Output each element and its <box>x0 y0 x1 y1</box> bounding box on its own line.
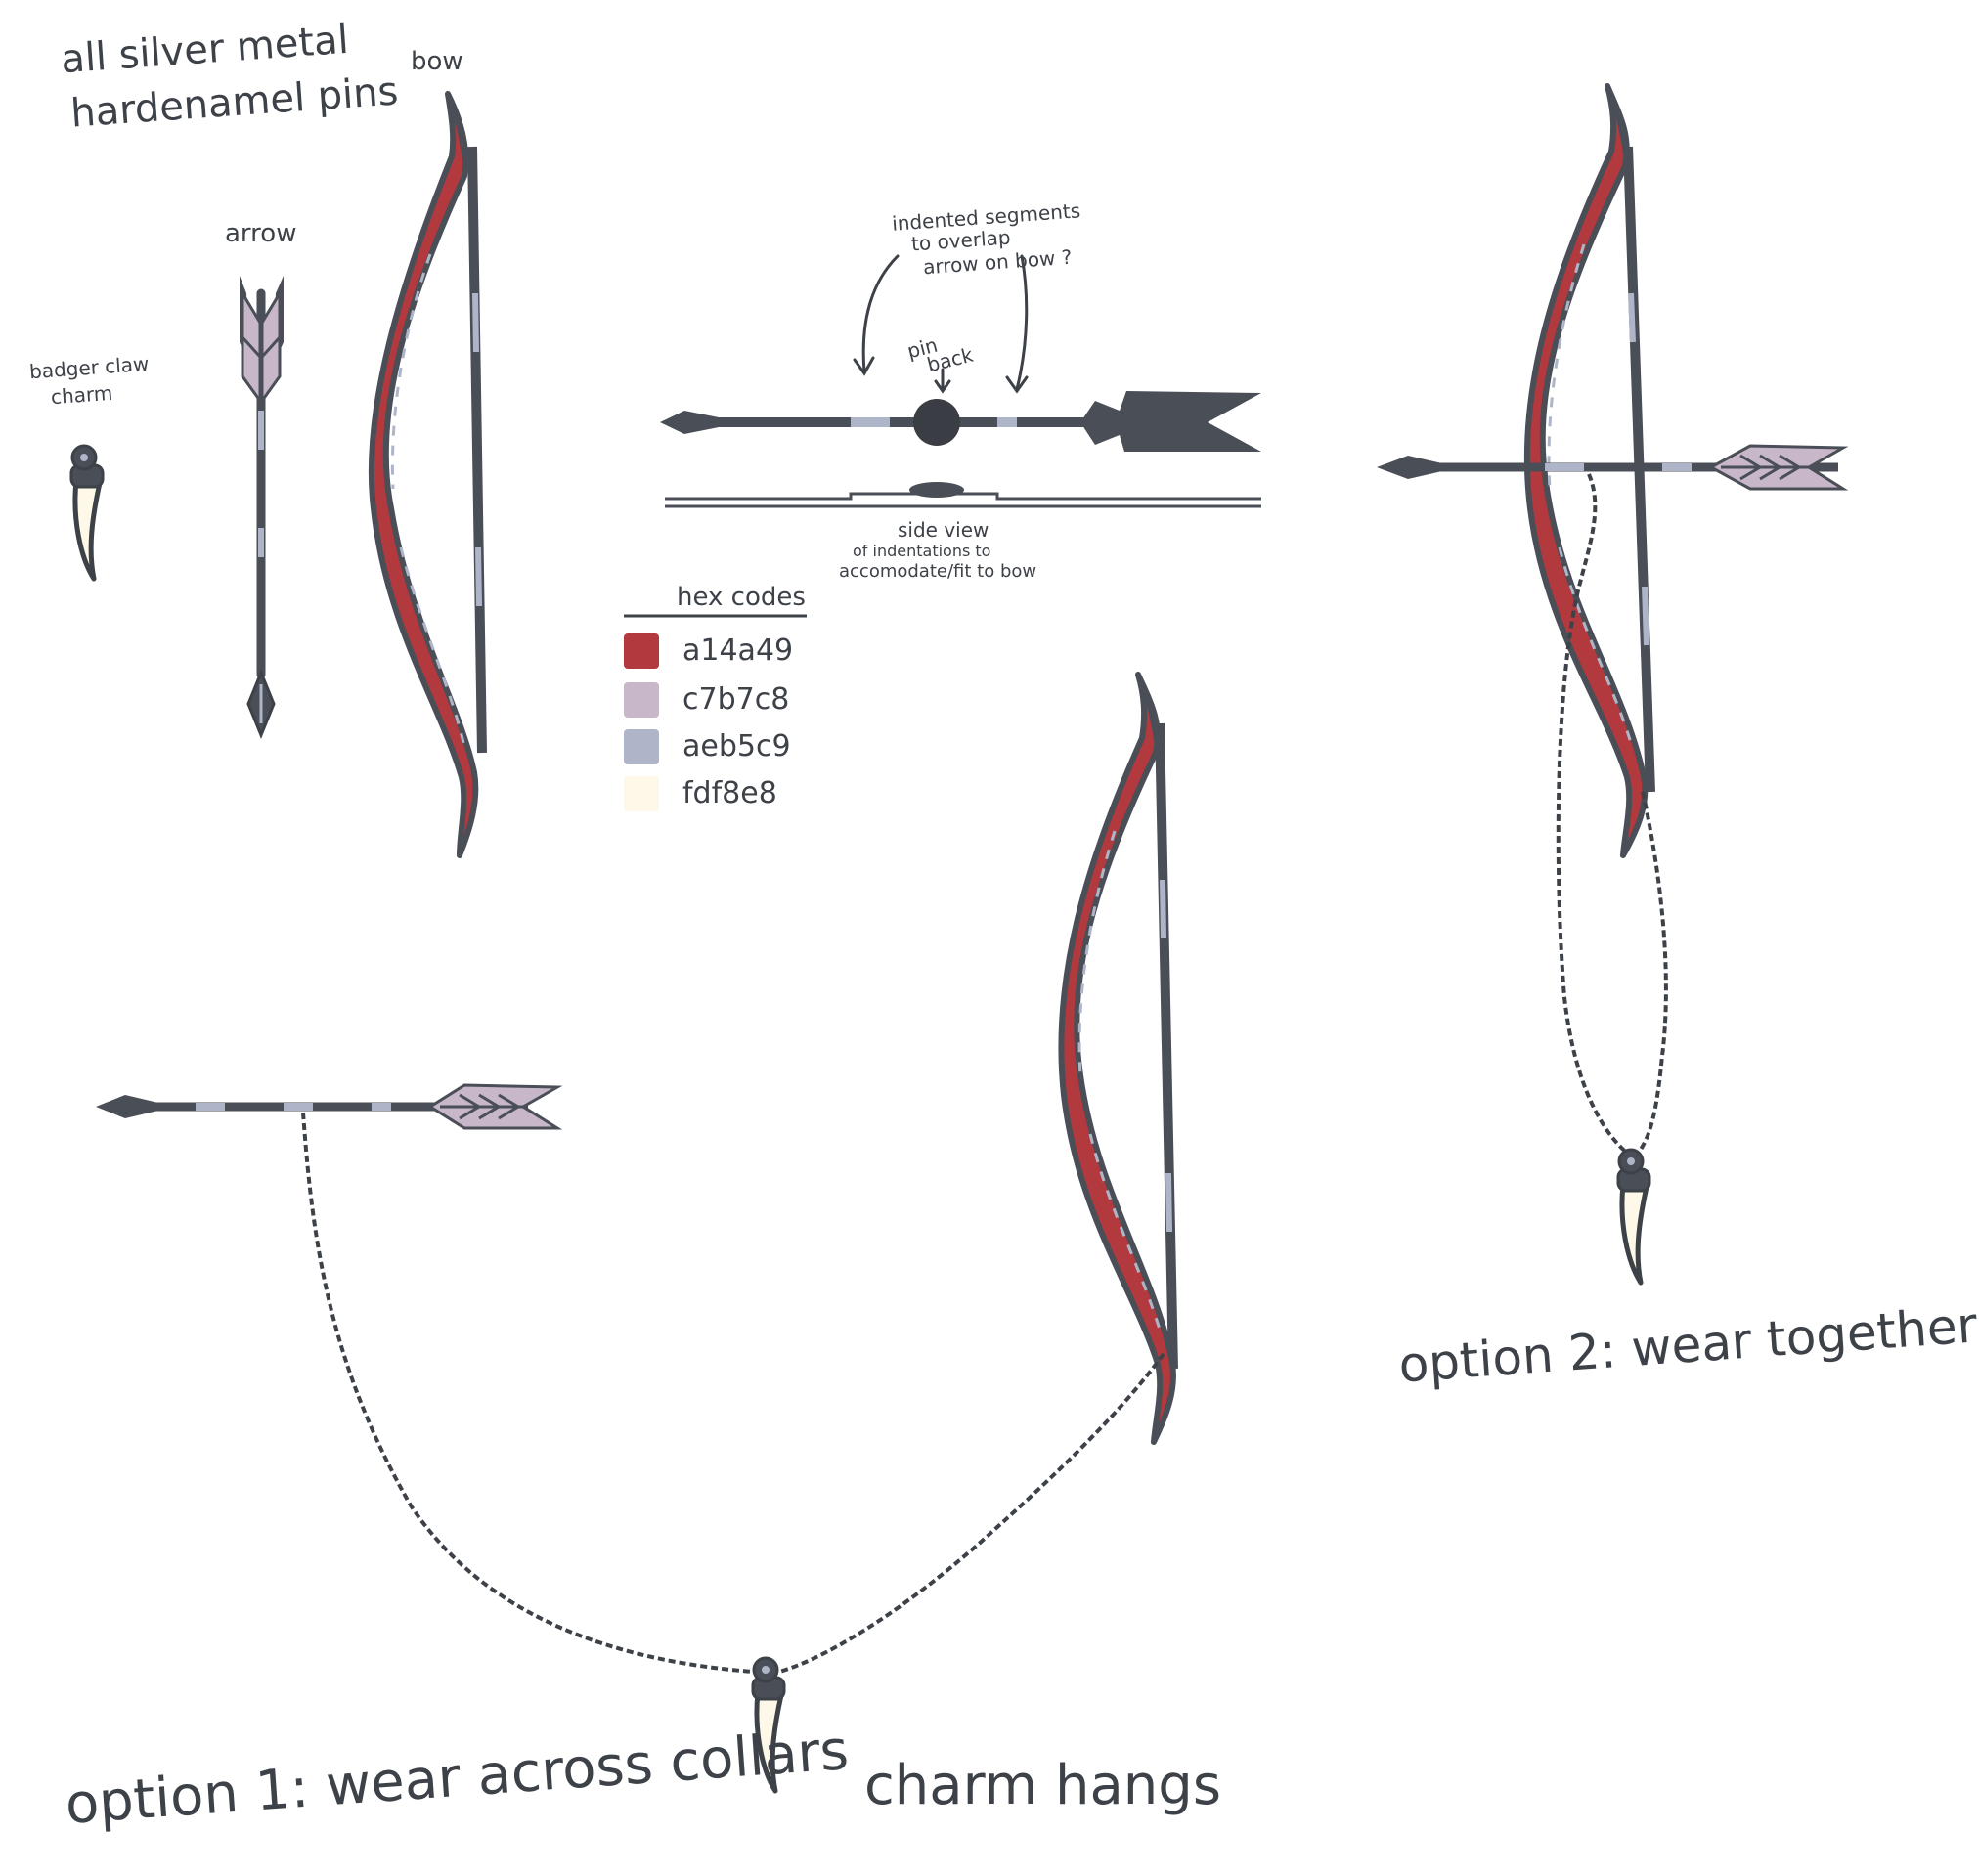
option2-arrow <box>1377 444 1849 491</box>
bow-label: bow <box>411 47 463 76</box>
arrow-label: arrow <box>225 219 297 248</box>
arrow-side-view <box>665 482 1261 508</box>
option1-arrow <box>96 1083 563 1130</box>
hex-code: aeb5c9 <box>682 729 791 763</box>
side-view-line3: accomodate/fit to bow <box>839 561 1037 582</box>
hex-code: c7b7c8 <box>682 682 790 717</box>
option2-claw-charm <box>1618 1150 1649 1283</box>
option1-chain <box>301 1112 1165 1676</box>
hex-swatch <box>624 682 659 718</box>
hex-swatch <box>624 633 659 669</box>
hex-heading: hex codes <box>677 583 806 612</box>
option1-bow <box>1058 672 1178 1445</box>
hex-swatch <box>624 729 659 764</box>
hex-swatch-row: a14a49 <box>624 633 839 676</box>
bow-pin <box>368 91 487 858</box>
hex-swatch <box>624 776 659 811</box>
pin-back <box>913 399 960 446</box>
option2-chain <box>1556 473 1668 1156</box>
arrow-pin <box>240 276 284 739</box>
artwork <box>0 83 1849 1876</box>
hex-swatch-row: c7b7c8 <box>624 682 839 725</box>
side-view-line2: of indentations to <box>853 542 991 560</box>
charm-hangs-label: charm hangs <box>864 1754 1222 1817</box>
annotation-arrows <box>853 254 1029 394</box>
hex-swatch-row: fdf8e8 <box>624 776 839 819</box>
design-sheet: all silver metal hardenamel pins bow arr… <box>0 18 1979 1876</box>
hex-swatch-row: aeb5c9 <box>624 729 839 772</box>
badger-label-line2: charm <box>50 380 114 410</box>
hex-code: a14a49 <box>682 633 794 668</box>
side-view-line1: side view <box>898 518 990 542</box>
badger-claw-charm <box>71 446 103 579</box>
hex-code: fdf8e8 <box>682 776 777 810</box>
arrow-top-view <box>660 391 1261 452</box>
